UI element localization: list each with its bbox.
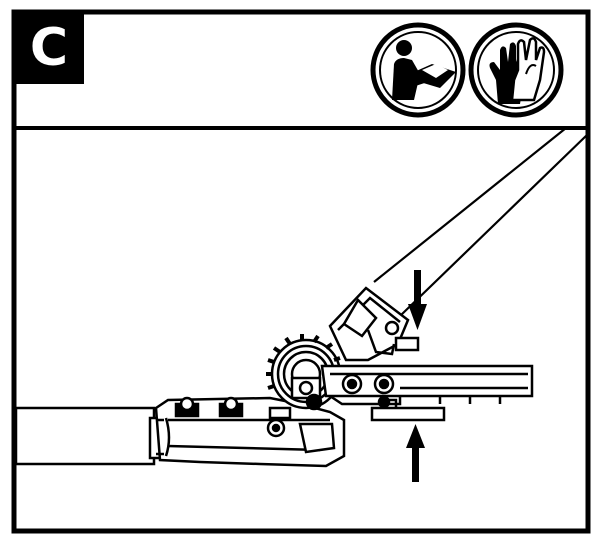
wear-gloves-icon [468,22,564,118]
gear-wheel [266,334,342,410]
step-label: C [14,12,84,84]
arrow-up-icon [406,424,425,482]
gear-housing [154,396,346,468]
clamp-arm [320,364,534,422]
arrow-down-icon [408,270,427,330]
pole [373,127,589,317]
panel-border [11,9,591,534]
handle-tube [14,406,162,466]
pole-head [305,286,420,411]
read-manual-icon [370,22,466,118]
